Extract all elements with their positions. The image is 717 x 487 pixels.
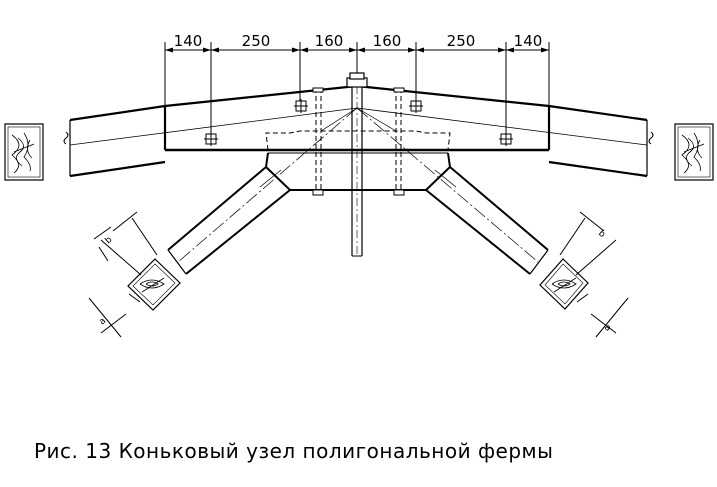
bevel-mark-right-bottom: a xyxy=(602,323,613,334)
dimension-label-3: 160 xyxy=(315,32,344,50)
plate-bolt-icon xyxy=(499,132,513,146)
diagonal-brace-right xyxy=(356,107,549,275)
dimension-label-1: 140 xyxy=(174,32,203,50)
plate-bolt-icon xyxy=(204,132,218,146)
ridge-bolt-icon xyxy=(346,72,368,88)
plate-bolt-icon xyxy=(294,99,308,113)
section-dimension-lines xyxy=(88,211,629,338)
section-symbol-icon xyxy=(127,258,181,311)
clamp-bolt-right xyxy=(393,87,405,196)
bevel-mark-right-top: b xyxy=(596,229,607,241)
dimension-label-4: 160 xyxy=(373,32,402,50)
top-chord-left xyxy=(63,84,358,178)
top-chord-right xyxy=(356,84,654,178)
section-symbol-icon xyxy=(539,258,589,310)
figure-caption: Рис. 13 Коньковый узел полигональной фер… xyxy=(34,439,553,463)
dimension-chain xyxy=(164,42,550,150)
dimension-label-6: 140 xyxy=(514,32,543,50)
web-axis-lines xyxy=(320,107,397,132)
dimension-label-5: 250 xyxy=(447,32,476,50)
ridge-vertical-rod xyxy=(351,70,363,257)
dimension-label-2: 250 xyxy=(242,32,271,50)
bevel-mark-left-top: b xyxy=(104,235,115,247)
plate-bolt-icon xyxy=(409,99,423,113)
bevel-mark-left-bottom: a xyxy=(98,316,109,327)
section-symbol-icon xyxy=(4,123,44,181)
clamp-bolt-left xyxy=(312,87,324,196)
section-symbol-icon xyxy=(674,123,714,181)
diagonal-brace-left xyxy=(167,107,358,275)
